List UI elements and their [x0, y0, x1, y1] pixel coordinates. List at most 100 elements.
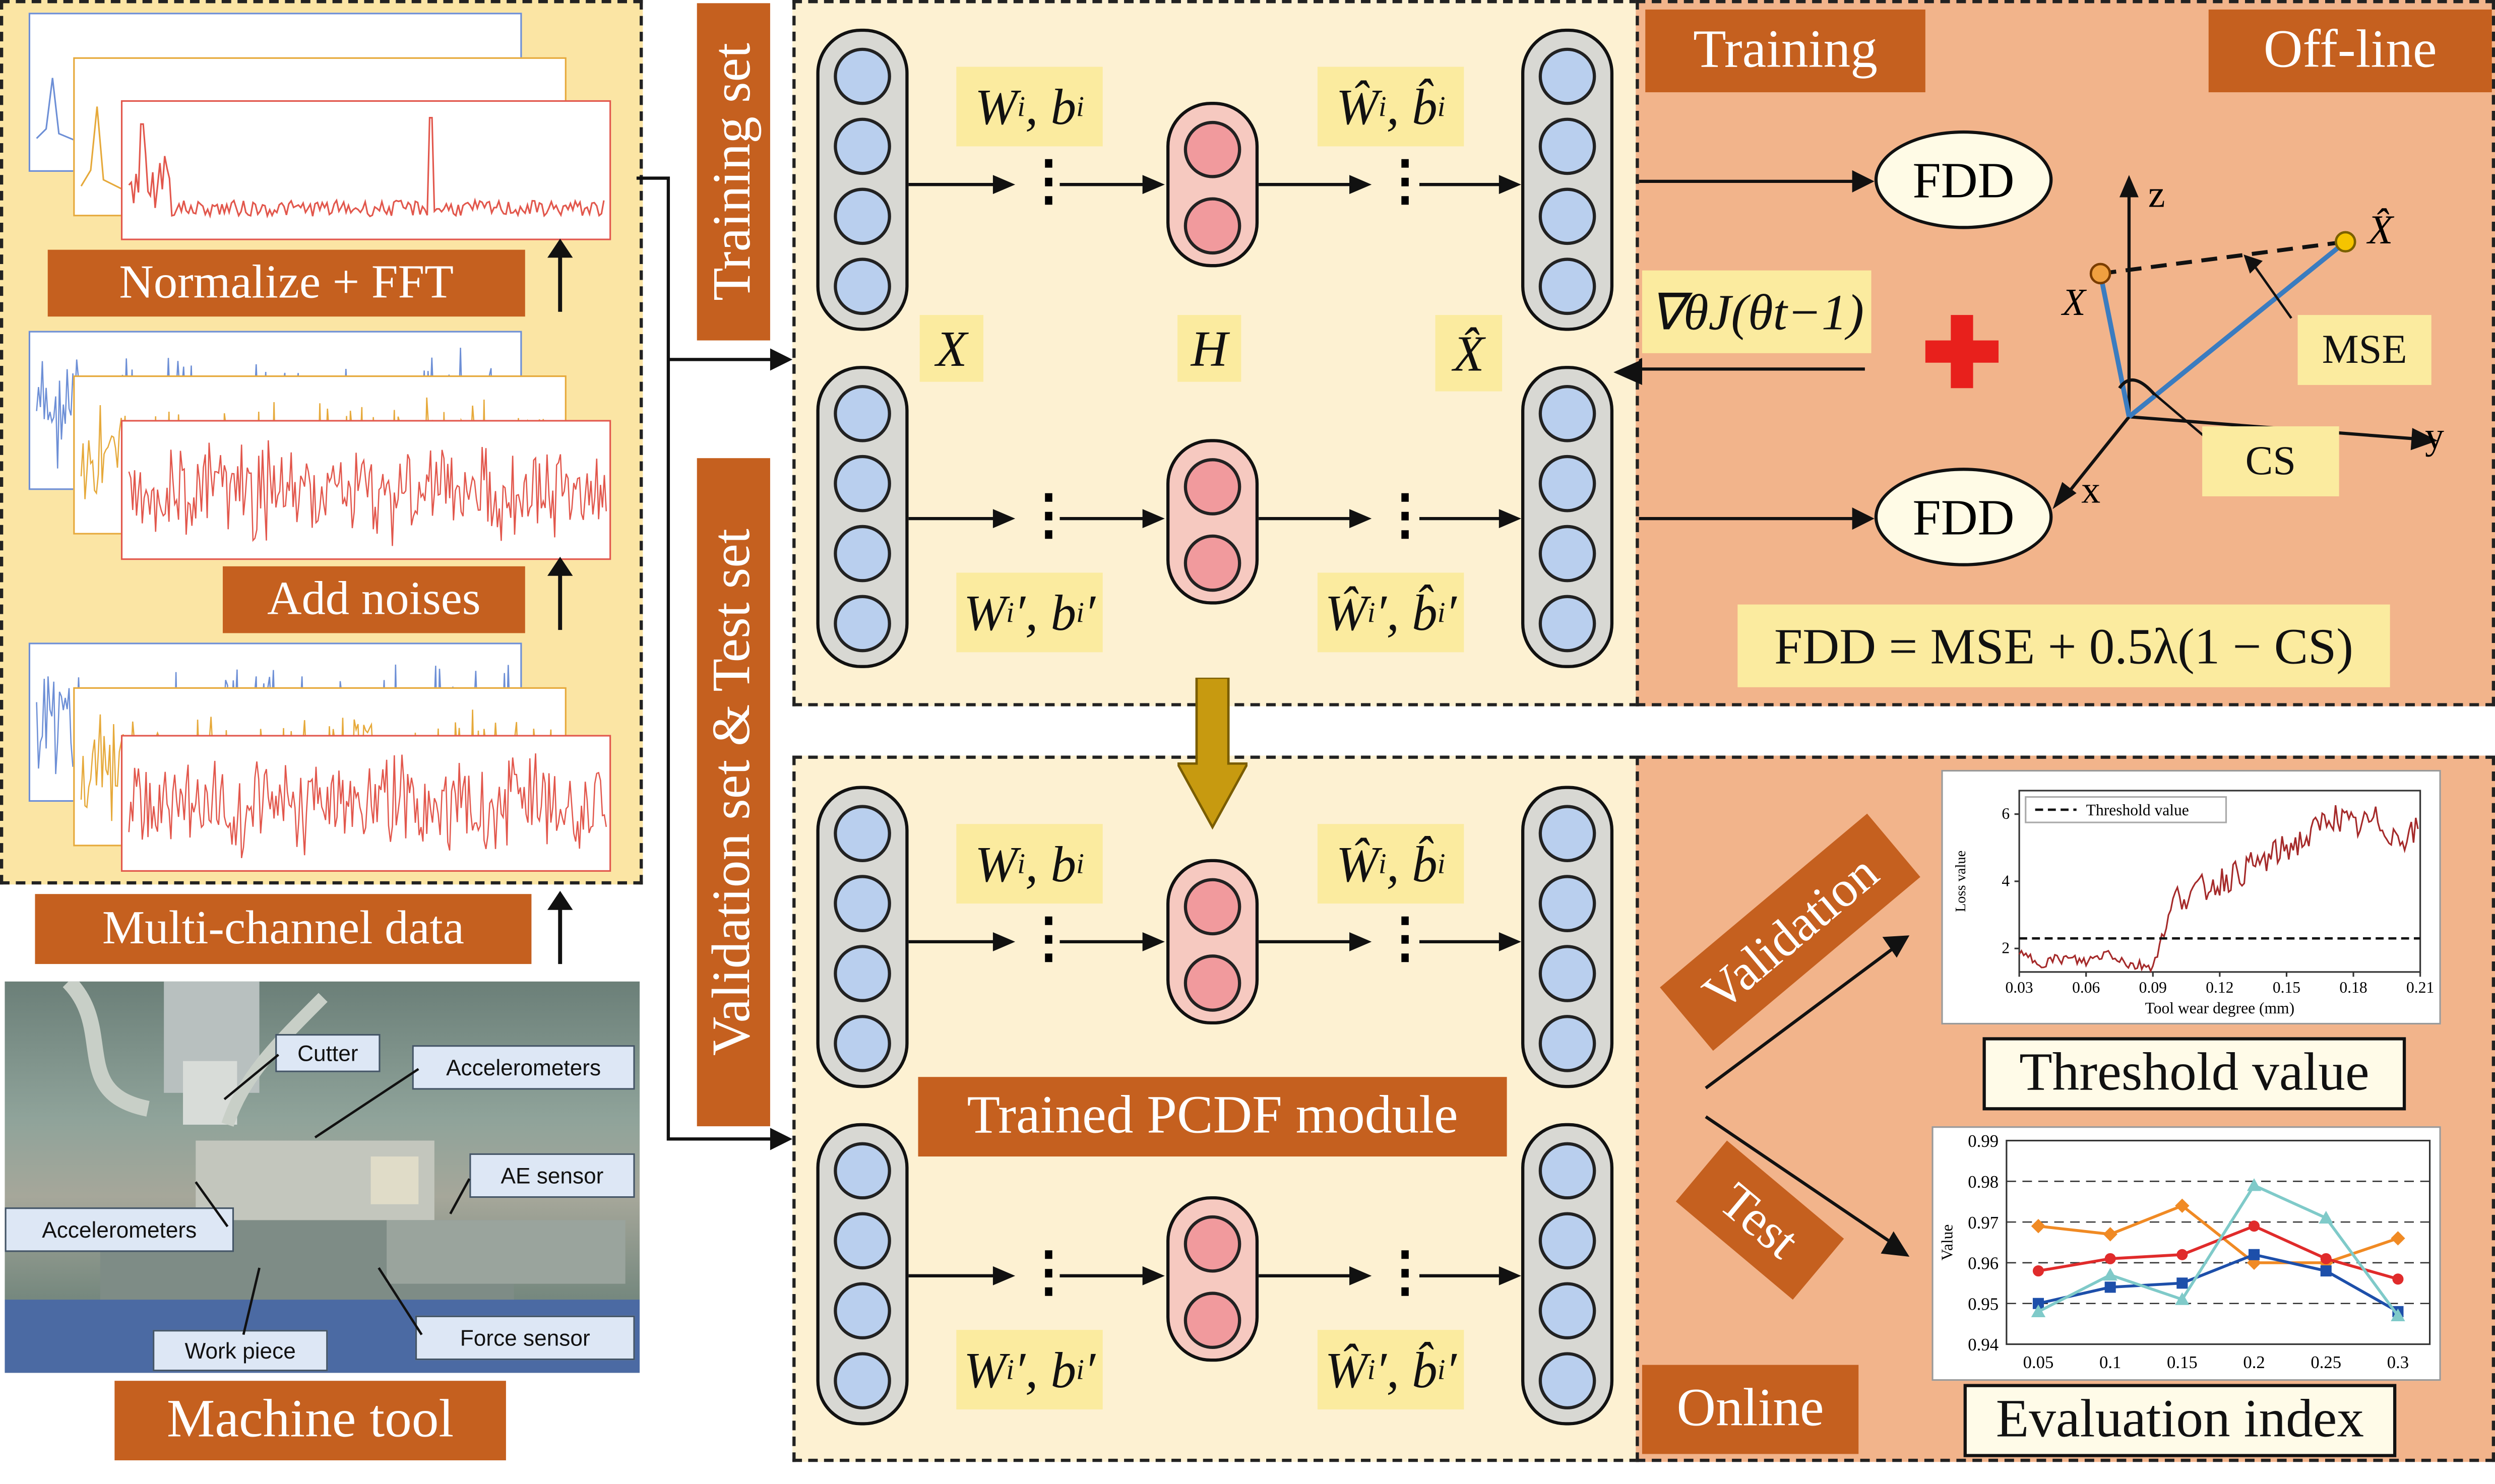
neuron-node: [1538, 1282, 1596, 1340]
output-xhat-label: X̂: [1435, 315, 1503, 392]
x-tick-label: 0.15: [2167, 1352, 2198, 1372]
x-tick-label: 0.12: [2206, 979, 2233, 996]
ellipsis-dots: ⋮: [1378, 910, 1432, 969]
loss-series-line: [2018, 805, 2419, 974]
neuron-node: [834, 1015, 891, 1072]
neuron-node: [1538, 805, 1596, 863]
data-point: [2391, 1231, 2405, 1246]
x-tick-label: 0.1: [2099, 1352, 2121, 1372]
axis-x-label: x: [2081, 471, 2101, 512]
weight-symbol: Ŵ: [1325, 583, 1367, 640]
data-point: [2320, 1253, 2332, 1264]
arrow-from-hidden-2: [1259, 932, 1372, 951]
multichannel-data-label: Multi-channel data: [35, 894, 532, 964]
neuron-node: [1538, 1352, 1596, 1410]
photo-label-force-sensor: Force sensor: [415, 1315, 635, 1361]
neuron-node: [834, 1212, 891, 1270]
x-tick-label: 0.05: [2023, 1352, 2054, 1372]
raw-trace-red: [128, 753, 607, 859]
hidden-layer-1: [1166, 439, 1259, 605]
weight-symbol: Ŵ: [1336, 834, 1379, 892]
fft-card-red: [120, 100, 611, 240]
fft-trace-red: [128, 117, 605, 219]
data-point: [2031, 1219, 2046, 1234]
fdd-node-bottom: FDD: [1874, 468, 2053, 566]
series-line-2: [2038, 1253, 2399, 1313]
online-arrows: [1705, 935, 1910, 1257]
arrow-out-1: [1419, 509, 1521, 529]
neuron-node: [834, 525, 891, 583]
arrow-up-multichannel: [547, 890, 573, 964]
hidden-h-label: H: [1177, 315, 1241, 382]
ellipsis-dots: ⋮: [1378, 153, 1432, 212]
trained-pcdf-module-label: Trained PCDF module: [918, 1077, 1507, 1157]
x-tick-label: 0.2: [2243, 1352, 2265, 1372]
neuron-node: [1538, 187, 1596, 245]
data-point: [2319, 1210, 2333, 1224]
photo-label-work-piece: Work piece: [153, 1330, 328, 1372]
output-layer-2: [1521, 786, 1614, 1088]
series-line-3: [2037, 1183, 2399, 1317]
weight-symbol: W: [975, 77, 1018, 135]
x-axis-label: Tool wear degree (mm): [2145, 999, 2294, 1017]
axis-z-label: z: [2148, 175, 2165, 217]
data-point: [2392, 1273, 2404, 1285]
neuron-node: [834, 187, 891, 245]
ellipsis-dots: ⋮: [1021, 153, 1076, 212]
neuron-node: [834, 945, 891, 1002]
online-stage-label: Online: [1642, 1365, 1859, 1454]
neuron-node: [1538, 1142, 1596, 1200]
neuron-node: [1538, 384, 1596, 442]
neuron-node: [834, 117, 891, 175]
arrow-from-hidden-1: [1259, 509, 1372, 529]
ellipsis-dots: ⋮: [1021, 487, 1076, 546]
cs-tag: CS: [2202, 426, 2339, 496]
x-tick-label: 0.3: [2387, 1352, 2409, 1372]
neuron-node: [1538, 1015, 1596, 1072]
neuron-node: [834, 875, 891, 932]
validation-test-text: Validation set & Test set: [703, 529, 763, 1056]
x-tick-label: 0.15: [2273, 979, 2300, 996]
neuron-node: [1538, 875, 1596, 932]
y-tick-label: 0.97: [1968, 1213, 1999, 1233]
ellipsis-dots: ⋮: [1378, 1244, 1432, 1303]
offline-stage-label: Off-line: [2208, 9, 2492, 93]
legend-label: Threshold value: [2086, 801, 2189, 819]
arrow-in-3: [908, 1266, 1016, 1285]
axis-y-label: y: [2425, 417, 2444, 459]
neuron-node: [834, 384, 891, 442]
legend-box: [2025, 796, 2227, 823]
neuron-node: [834, 1142, 891, 1200]
input-layer-3: [816, 1123, 909, 1426]
training-stage-label: Training: [1645, 9, 1925, 93]
hidden-neuron-node: [1183, 120, 1241, 178]
raw-card-red: [120, 735, 611, 872]
output-layer-0: [1521, 28, 1614, 331]
y-tick-label: 6: [2002, 805, 2010, 822]
y-tick-label: 0.96: [1968, 1254, 1999, 1273]
input-x-label: X: [919, 315, 983, 382]
training-set-text: Training set: [703, 42, 763, 301]
arrow-out-0: [1419, 175, 1521, 195]
y-tick-label: 4: [2002, 872, 2010, 889]
data-point: [2104, 1281, 2116, 1293]
neuron-node: [834, 595, 891, 653]
hidden-neuron-node: [1183, 197, 1241, 255]
ellipsis-dots: ⋮: [1021, 910, 1076, 969]
machine-photo: Cutter Accelerometers AE sensor Accelero…: [5, 981, 640, 1373]
arrow-out-3: [1419, 1266, 1521, 1285]
arrow-to-hidden-1: [1059, 509, 1165, 529]
hidden-layer-0: [1166, 102, 1259, 268]
validation-test-label: Validation set & Test set: [697, 458, 770, 1127]
neuron-node: [1538, 595, 1596, 653]
arrow-from-hidden-3: [1259, 1266, 1372, 1285]
neuron-node: [1538, 1212, 1596, 1270]
neuron-node: [1538, 117, 1596, 175]
data-point: [2104, 1253, 2116, 1264]
point-x-label: X: [2062, 283, 2086, 325]
